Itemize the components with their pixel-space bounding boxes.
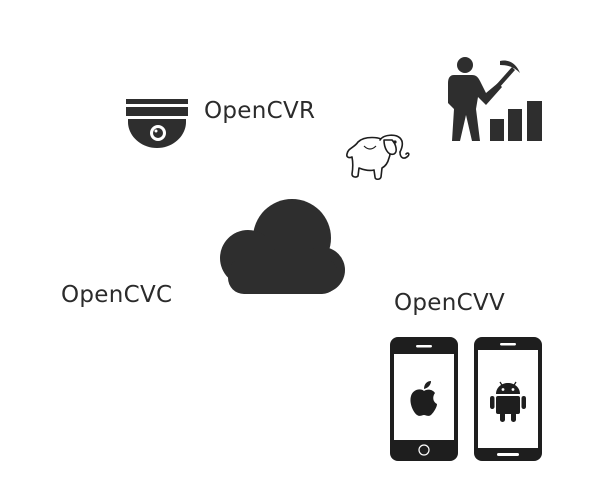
opencvr-label: OpenCVR [204, 98, 316, 124]
opencvv-label: OpenCVV [394, 290, 506, 316]
hadoop-elephant-icon [346, 134, 410, 181]
cloud-icon [220, 199, 345, 294]
ios-phone-icon [390, 337, 458, 461]
dome-camera-icon [126, 99, 188, 148]
data-mining-icon [448, 57, 542, 141]
opencvc-label: OpenCVC [61, 282, 173, 308]
android-phone-icon [474, 337, 542, 461]
